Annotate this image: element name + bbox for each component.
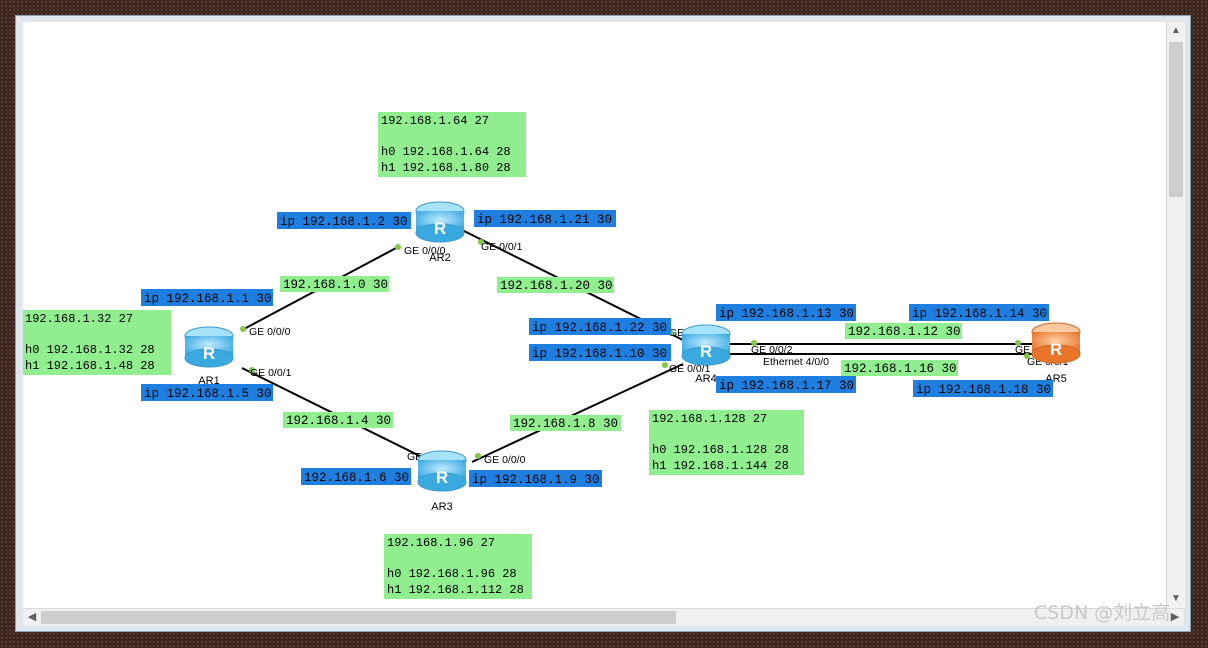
note-line: h0 192.168.1.128 28	[652, 443, 789, 457]
note-line: h1 192.168.1.80 28	[381, 161, 511, 175]
note-line: h0 192.168.1.64 28	[381, 145, 511, 159]
link-subnet-label[interactable]: 192.168.1.16 30	[844, 362, 957, 376]
horizontal-scrollbar[interactable]: ◀ ▶	[23, 608, 1184, 626]
subnet-note-ar4[interactable]: 192.168.1.128 27 h0 192.168.1.128 28 h1 …	[649, 410, 804, 475]
link-subnet-label[interactable]: 192.168.1.12 30	[848, 325, 961, 339]
port-label: GE 0/0/0	[484, 454, 526, 466]
interface-ip-label[interactable]: ip 192.168.1.10 30	[532, 347, 667, 361]
watermark: CSDN @刘立高	[1034, 602, 1171, 624]
note-line: 192.168.1.32 27	[25, 312, 133, 326]
note-line: h1 192.168.1.144 28	[652, 459, 789, 473]
link-subnet-label[interactable]: 192.168.1.8 30	[513, 417, 618, 431]
port-label: GE 0/0/2	[751, 344, 793, 356]
network-diagram: GE 0/0/0 GE 0/0/1 GE 0/0/0 GE 0/0/1 GE 0…	[23, 112, 1081, 599]
green-labels: 192.168.1.0 30 192.168.1.20 30 192.168.1…	[280, 276, 962, 431]
interface-ip-label[interactable]: ip 192.168.1.21 30	[477, 213, 612, 227]
link-subnet-label[interactable]: 192.168.1.0 30	[283, 278, 388, 292]
port-label: Ethernet 4/0/0	[763, 356, 829, 368]
interface-ip-label[interactable]: 192.168.1.6 30	[304, 471, 409, 485]
interface-ip-label[interactable]: ip 192.168.1.13 30	[719, 307, 854, 321]
scroll-left-icon[interactable]: ◀	[27, 611, 37, 623]
scroll-right-icon[interactable]: ▶	[1170, 611, 1180, 623]
subnet-note-ar2[interactable]: 192.168.1.64 27 h0 192.168.1.64 28 h1 19…	[378, 112, 526, 177]
topology-canvas[interactable]: GE 0/0/0 GE 0/0/1 GE 0/0/0 GE 0/0/1 GE 0…	[23, 22, 1166, 608]
horizontal-scroll-thumb[interactable]	[41, 611, 676, 624]
note-line: h1 192.168.1.48 28	[25, 359, 155, 373]
svg-text:192.168.1.128 27 h0 19: 192.168.1.128 27 h0 192.168.1.128 28 h1 …	[652, 412, 796, 473]
port-label: GE 0/0/0	[249, 326, 291, 338]
note-line: 192.168.1.64 27	[381, 114, 489, 128]
link-ar3-ar4[interactable]	[471, 363, 684, 463]
router-name: AR2	[429, 252, 450, 264]
router-ar3[interactable]: R AR3	[417, 450, 467, 513]
interface-ip-label[interactable]: ip 192.168.1.9 30	[472, 473, 600, 487]
svg-text:192.168.1.32 27 h0 192: 192.168.1.32 27 h0 192.168.1.32 28 h1 19…	[25, 312, 162, 373]
note-line: 192.168.1.96 27	[387, 536, 495, 550]
note-line: 192.168.1.128 27	[652, 412, 767, 426]
router-icon: R	[700, 342, 712, 361]
router-ar2[interactable]: R AR2	[415, 201, 465, 264]
router-icon: R	[434, 219, 446, 238]
interface-ip-label[interactable]: ip 192.168.1.14 30	[912, 307, 1047, 321]
subnet-note-ar1[interactable]: 192.168.1.32 27 h0 192.168.1.32 28 h1 19…	[23, 310, 171, 375]
port-label: GE 0/0/1	[669, 363, 711, 375]
interface-ip-label[interactable]: ip 192.168.1.22 30	[532, 321, 667, 335]
note-line: h0 192.168.1.32 28	[25, 343, 155, 357]
svg-text:192.168.1.64 27 h0 192: 192.168.1.64 27 h0 192.168.1.64 28 h1 19…	[381, 114, 518, 175]
router-icon: R	[1050, 340, 1062, 359]
router-name: AR4	[695, 373, 716, 385]
router-icon: R	[203, 344, 215, 363]
note-line: h0 192.168.1.96 28	[387, 567, 517, 581]
interface-ip-label[interactable]: ip 192.168.1.2 30	[280, 215, 408, 229]
subnet-note-ar3[interactable]: 192.168.1.96 27 h0 192.168.1.96 28 h1 19…	[384, 534, 532, 599]
link-subnet-label[interactable]: 192.168.1.4 30	[286, 414, 391, 428]
link-subnet-label[interactable]: 192.168.1.20 30	[500, 279, 613, 293]
blue-labels: ip 192.168.1.2 30 ip 192.168.1.21 30 ip …	[141, 210, 1053, 487]
interface-ip-label[interactable]: ip 192.168.1.1 30	[144, 292, 272, 306]
interface-ip-label[interactable]: ip 192.168.1.5 30	[144, 387, 272, 401]
router-ar5[interactable]: R AR5	[1031, 322, 1081, 385]
vertical-scroll-thumb[interactable]	[1169, 42, 1183, 197]
vertical-scrollbar[interactable]: ▲ ▼	[1166, 22, 1185, 608]
interface-ip-label[interactable]: ip 192.168.1.17 30	[719, 379, 854, 393]
scroll-down-icon[interactable]: ▼	[1171, 593, 1181, 604]
port-label: GE 0/0/1	[250, 367, 292, 379]
port-label: GE 0/0/1	[481, 241, 523, 253]
router-name: AR3	[431, 501, 452, 513]
scroll-up-icon[interactable]: ▲	[1171, 25, 1181, 36]
port-label: GE 0/0/0	[404, 245, 446, 257]
router-ar4[interactable]: R AR4	[681, 324, 731, 385]
note-line: h1 192.168.1.112 28	[387, 583, 524, 597]
router-ar1[interactable]: R AR1	[184, 326, 234, 387]
interface-ip-label[interactable]: ip 192.168.1.18 30	[916, 383, 1051, 397]
router-icon: R	[436, 468, 448, 487]
svg-text:192.168.1.96 27 h0 192: 192.168.1.96 27 h0 192.168.1.96 28 h1 19…	[387, 536, 524, 597]
